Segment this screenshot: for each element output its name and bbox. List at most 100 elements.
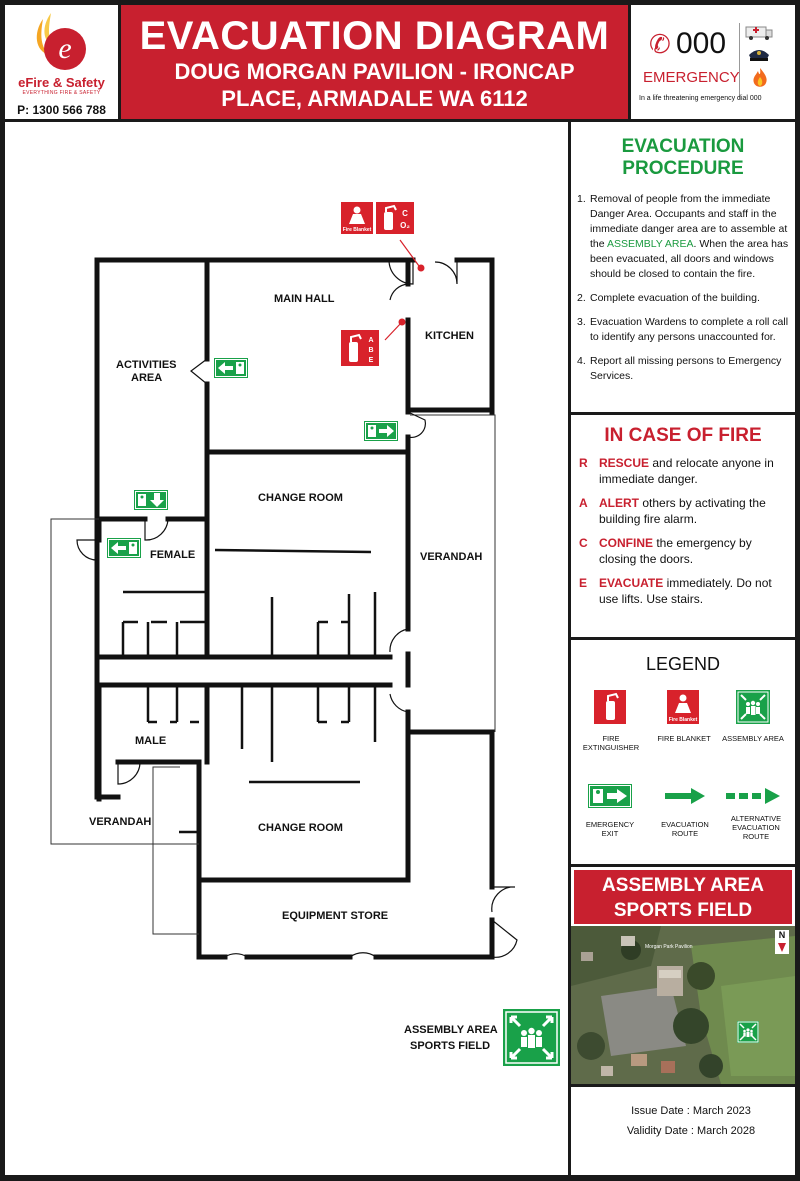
extinguisher-icon: A B E [349,333,374,364]
room-main-hall: MAIN HALL [274,293,335,305]
assembly-label-1: ASSEMBLY AREA [404,1024,498,1036]
north-arrow-icon [778,943,786,952]
assembly-area-icon [737,1021,759,1043]
fire-icon [753,68,767,87]
ambulance-icon [745,26,773,40]
fire-blanket-icon: Fire Blanket [669,694,698,723]
room-verandah-left: VERANDAH [89,816,152,828]
map-pavilion-label: Morgan Park Pavilion [645,944,693,950]
legend-exit-swatch [588,784,632,808]
legend-emergency-exit: EMERGENCY EXIT [585,820,635,838]
procedure-heading: EVACUATION PROCEDURE [621,136,745,179]
floor-plan: Fire Blanket C O₂ A B E [5,122,568,1175]
room-kitchen: KITCHEN [425,330,474,342]
exit-sign-activities [214,358,248,378]
issue-date: Issue Date : March 2023 [631,1105,751,1117]
phone-icon: ✆ [649,29,671,59]
exit-sign-down [134,490,168,510]
room-change-room-upper: CHANGE ROOM [258,492,343,504]
svg-text:C: C [402,209,408,218]
room-verandah-right: VERANDAH [420,551,483,563]
title-banner: EVACUATION DIAGRAM DOUG MORGAN PAVILION … [121,5,628,119]
svg-text:e: e [58,32,71,65]
company-phone: P: 1300 566 788 [17,103,106,117]
map-assembly-marker [737,1021,759,1043]
room-female: FEMALE [150,549,196,561]
legend-extinguisher-swatch [594,690,626,724]
svg-text:O₂: O₂ [400,221,410,230]
co2-extinguisher-sign: C O₂ [376,202,414,234]
brand-name: eFire & Safety [18,75,105,90]
assembly-label-2: SPORTS FIELD [410,1040,491,1052]
emergency-number: 000 [676,27,727,60]
legend-fire-blanket: FIRE BLANKET [657,734,711,743]
exit-left-arrow-icon [108,539,140,557]
list-item: 1.Removal of people from the immediate D… [577,193,789,280]
legend-blanket-text: Fire Blanket [669,717,698,723]
emergency-panel: ✆ 000 EMERGENCY In a life threatening em… [631,5,795,119]
assembly-title: ASSEMBLY AREA SPORTS FIELD [574,870,792,924]
exit-sign-mainhall [364,421,398,441]
north-label: N [778,930,786,940]
fire-blanket-icon: Fire Blanket [343,206,372,233]
svg-text:B: B [368,347,373,354]
fire-heading: IN CASE OF FIRE [604,425,762,446]
assembly-area-icon [505,1011,558,1064]
svg-text:A: A [368,337,373,344]
svg-text:E: E [369,357,374,364]
blanket-text: Fire Blanket [343,227,372,233]
exit-left-arrow-icon [215,359,247,377]
abe-extinguisher-sign: A B E [341,330,379,366]
validity-date: Validity Date : March 2028 [626,1125,756,1137]
dates-panel: Issue Date : March 2023 Validity Date : … [571,1087,795,1175]
divider [739,23,740,99]
evacuation-route-arrow-icon [665,788,705,804]
list-item: 4.Report all missing persons to Emergenc… [577,355,782,382]
aerial-map-image [571,926,795,1084]
page-title: EVACUATION DIAGRAM [139,14,610,58]
brand-tagline: EVERYTHING FIRE & SAFETY [22,90,101,96]
room-male: MALE [135,735,167,747]
room-activities-2: AREA [131,372,163,384]
evacuation-procedure-panel: EVACUATION PROCEDURE 1.Removal of people… [571,122,795,412]
address-line-2: PLACE, ARMADALE WA 6112 [221,86,528,111]
legend-blanket-swatch: Fire Blanket [667,690,699,724]
assembly-area-highlight: ASSEMBLY AREA [606,238,694,250]
emergency-label: EMERGENCY [643,69,740,86]
procedure-list: 1.Removal of people from the immediate D… [577,192,789,384]
alternative-route-arrow-icon [726,788,780,804]
legend-panel: LEGEND FIRE EXTINGUISHER Fire Blanket FI… [571,640,795,864]
exit-right-arrow-icon [589,785,631,807]
assembly-area-panel: ASSEMBLY AREA SPORTS FIELD [571,867,795,1084]
legend-evacuation-route: EVACUATION ROUTE [661,820,709,838]
list-item: 2.Complete evacuation of the building. [577,292,760,304]
assembly-area-icon [737,691,769,723]
company-logo-panel: e eFire & Safety EVERYTHING FIRE & SAFET… [5,5,118,119]
emergency-note: In a life threatening emergency dial 000 [639,95,762,102]
room-equipment-store: EQUIPMENT STORE [282,910,389,922]
legend-alternative-route: ALTERNATIVE EVACUATION ROUTE [730,814,782,841]
exit-right-arrow-icon [365,422,397,440]
exit-sign-female [107,538,141,558]
exit-down-arrow-icon [135,491,167,509]
legend-heading: LEGEND [645,654,721,674]
assembly-area-sign [503,1009,560,1066]
room-activities-1: ACTIVITIES [116,359,177,371]
aerial-map: Morgan Park Pavilion N [571,926,795,1084]
north-indicator: N [775,930,789,954]
room-change-room-lower: CHANGE ROOM [258,822,343,834]
floor-plan-drawing [50,239,518,960]
legend-assembly-swatch [736,690,770,724]
efire-logo-icon: e [36,13,86,70]
police-icon [749,50,769,61]
fire-blanket-sign: Fire Blanket [341,202,373,234]
legend-assembly-area: ASSEMBLY AREA [722,734,784,743]
list-item: 3.Evacuation Wardens to complete a roll … [577,316,789,343]
address-line-1: DOUG MORGAN PAVILION - IRONCAP [174,59,575,84]
